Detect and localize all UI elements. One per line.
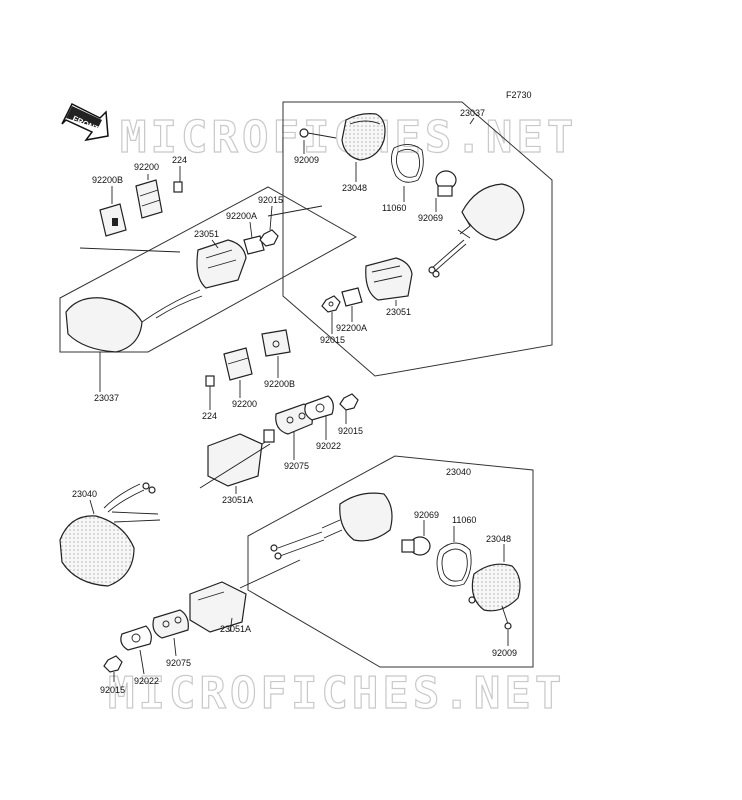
part-23048-lens-front-right [468, 563, 521, 612]
frame-front-right [247, 455, 534, 668]
label-92015-rear-left: 92015 [258, 195, 283, 205]
label-92200B-mid: 92200B [264, 379, 295, 389]
part-92200B-bracket-mid [261, 329, 291, 357]
part-92200A-plate-rear-right [341, 287, 363, 307]
label-92022-front: 92022 [134, 676, 159, 686]
part-labels: 23037 92009 23048 11060 92069 23051 9220… [72, 108, 517, 695]
part-92015-nut-mid [339, 393, 359, 411]
label-224-rear-left: 224 [172, 155, 187, 165]
label-23037-rear-left: 23037 [94, 393, 119, 403]
label-23048-rear-right: 23048 [342, 183, 367, 193]
part-92022-washer-mid [304, 395, 334, 421]
part-92075-grommet-mid [275, 403, 313, 435]
part-11060-gasket-rear-right [391, 144, 424, 183]
frame-rear-left [59, 186, 358, 353]
part-92200B-bracket-rear-left [99, 203, 127, 237]
label-92200-mid: 92200 [232, 399, 257, 409]
watermark-bottom: MICROFICHES.NET [108, 668, 565, 719]
label-92075-front: 92075 [166, 658, 191, 668]
part-92009-screw-front-right [501, 605, 512, 630]
part-92069-bulb-rear-right [435, 170, 457, 197]
label-92009-front-right: 92009 [492, 648, 517, 658]
part-224-screw-rear-left [173, 181, 183, 193]
part-23051-rubber-rear-right [365, 257, 413, 301]
label-92069-front-right: 92069 [414, 510, 439, 520]
part-23051A-rubber-front-left [207, 429, 275, 487]
part-92200A-plate-rear-left [243, 235, 265, 255]
label-92200A-rear-right: 92200A [336, 323, 367, 333]
label-92200A-rear-left: 92200A [226, 211, 257, 221]
part-92075-grommet-front [152, 609, 189, 639]
part-92022-washer-front [120, 625, 152, 651]
label-23051-rear-left: 23051 [194, 229, 219, 239]
label-23051-rear-right: 23051 [386, 307, 411, 317]
part-92015-nut-rear-right [321, 295, 341, 313]
label-23040-front-right: 23040 [446, 467, 471, 477]
label-224-mid: 224 [202, 411, 217, 421]
part-23037-signal-rear-right [428, 183, 525, 278]
part-23051-rubber-rear-left [196, 239, 247, 289]
label-23040-front-left: 23040 [72, 489, 97, 499]
part-23040-signal-front-right [270, 492, 393, 560]
label-11060-front-right: 11060 [452, 515, 476, 525]
label-92200B-rear-left: 92200B [92, 175, 123, 185]
label-92009-rear-right: 92009 [294, 155, 319, 165]
part-11060-gasket-front-right [436, 542, 472, 587]
label-92015-front: 92015 [100, 685, 125, 695]
label-23048-front-right: 23048 [486, 534, 511, 544]
label-23051A-front-left: 23051A [222, 495, 253, 505]
part-224-screw-mid [205, 375, 215, 387]
label-23051A-front-right: 23051A [220, 624, 251, 634]
label-92069-rear-right: 92069 [418, 213, 443, 223]
part-92015-nut-rear-left [259, 229, 279, 247]
label-92015-mid: 92015 [338, 426, 363, 436]
leader-lines [79, 117, 509, 682]
part-92200-bracket-rear-left [135, 179, 163, 219]
label-92200-rear-left: 92200 [134, 162, 159, 172]
label-92015-rear-right: 92015 [320, 335, 345, 345]
frame-rear-right [282, 101, 553, 377]
part-92015-nut-front [103, 655, 123, 673]
part-23048-lens-rear-right [341, 113, 386, 161]
label-23037-rear-right: 23037 [460, 108, 485, 118]
part-92200-bracket-mid [223, 347, 253, 381]
front-arrow-icon: FRONT [61, 102, 109, 142]
part-92009-screw-rear-right [299, 128, 337, 139]
part-23037-signal-rear-left [65, 289, 203, 353]
label-92022-mid: 92022 [316, 441, 341, 451]
part-92069-bulb-front-right [401, 536, 431, 556]
part-23040-signal-front-left [59, 482, 161, 587]
label-11060-rear-right: 11060 [382, 203, 406, 213]
figure-ref-code: F2730 [506, 90, 532, 100]
label-92075-mid: 92075 [284, 461, 309, 471]
